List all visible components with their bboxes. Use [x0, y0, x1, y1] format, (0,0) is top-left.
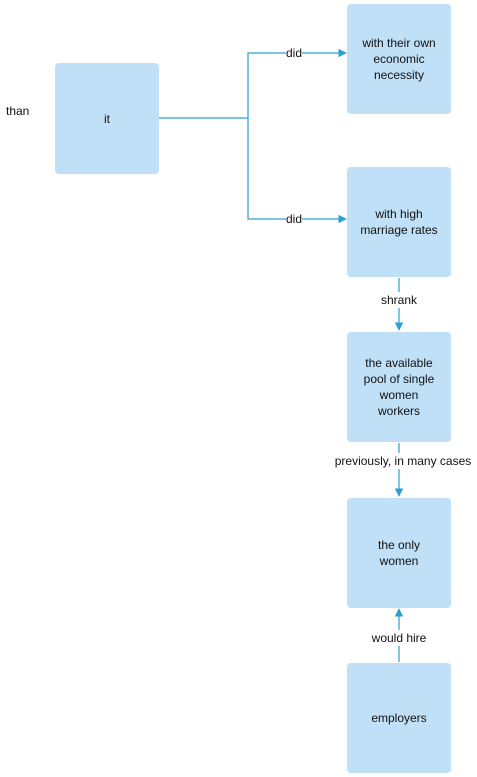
edge-label-shrank: shrank	[380, 292, 418, 308]
node-it-text: it	[104, 111, 110, 126]
edge-label-did-bottom: did	[285, 211, 303, 227]
edge-it-to-economic	[159, 48, 347, 119]
edge-label-would-hire: would hire	[371, 630, 427, 646]
node-marriage-rates: with high marriage rates	[347, 167, 451, 277]
node-economic-necessity-text: with their own economic necessity	[362, 36, 436, 82]
edge-label-previously: previously, in many cases	[334, 453, 472, 469]
node-it: it	[55, 63, 159, 174]
node-economic-necessity: with their own economic necessity	[347, 4, 451, 114]
than-label: than	[6, 104, 30, 118]
node-available-pool: the available pool of single women worke…	[347, 332, 451, 442]
node-employers-text: employers	[371, 711, 427, 725]
node-employers: employers	[347, 663, 451, 773]
edge-label-did-top: did	[285, 45, 303, 61]
node-only-women-text: the only women	[377, 538, 421, 568]
node-available-pool-text: the available pool of single women worke…	[363, 356, 435, 418]
node-marriage-rates-text: with high marriage rates	[360, 207, 438, 237]
edge-it-to-marriage	[247, 118, 347, 224]
node-only-women: the only women	[347, 498, 451, 608]
